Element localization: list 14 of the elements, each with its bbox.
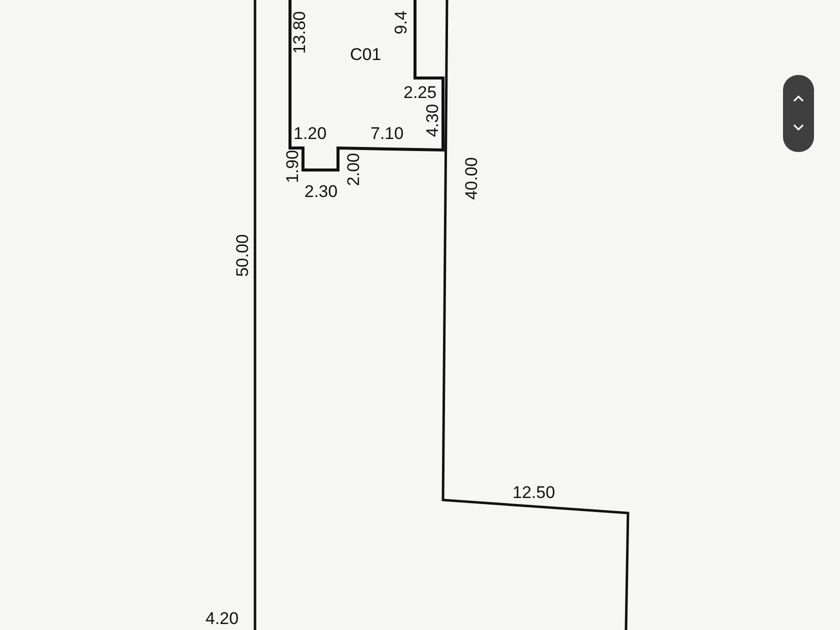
dimension-label: 1.20 (294, 124, 327, 142)
dimension-label: 4.30 (424, 103, 441, 137)
dimension-label: 7.10 (370, 124, 404, 142)
dimension-label: 12.50 (512, 484, 556, 500)
dimension-label: 2.30 (304, 182, 338, 200)
dimension-label: 50.00 (233, 234, 250, 276)
dimension-label: 40.00 (462, 156, 480, 200)
dimension-label: 2.25 (404, 84, 437, 100)
dimension-label: 13.80 (290, 10, 308, 54)
dimension-label: 1.90 (284, 149, 301, 183)
dimension-label: 9.4 (392, 10, 410, 34)
dimension-label: 4.20 (206, 610, 239, 626)
room-label: C01 (350, 46, 382, 63)
dimension-label: 2.00 (344, 152, 362, 186)
